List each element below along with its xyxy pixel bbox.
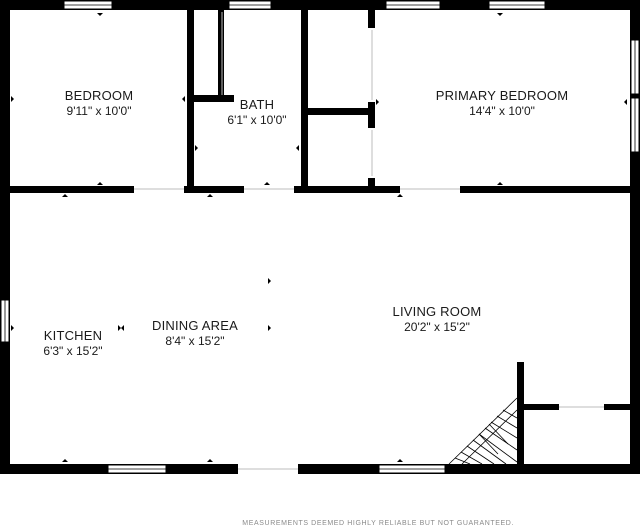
room-dimensions: 6'3" x 15'2" (43, 344, 102, 358)
interior-wall-bath-closet (301, 10, 308, 193)
exterior-wall-top (0, 0, 640, 10)
room-dimensions: 20'2" x 15'2" (404, 320, 470, 334)
exterior-wall-right (630, 0, 640, 474)
room-name: LIVING ROOM (393, 304, 482, 319)
room-label-kitchen: KITCHEN 6'3" x 15'2" (43, 328, 102, 358)
room-name: KITCHEN (44, 328, 102, 343)
exterior-wall-bottom-2 (298, 464, 640, 474)
window-kitchen-bottom (107, 464, 167, 474)
window-primary-right-upper (630, 39, 640, 95)
windows (0, 0, 640, 474)
room-label-bedroom: BEDROOM 9'11" x 10'0" (65, 88, 134, 118)
room-name: DINING AREA (152, 318, 238, 333)
door-openings (134, 12, 604, 470)
interior-wall-bath-bottom-right (294, 186, 400, 193)
closet-divider-vertical-top (368, 10, 375, 28)
room-label-primary-bedroom: PRIMARY BEDROOM 14'4" x 10'0" (436, 88, 569, 118)
exterior-wall-left (0, 0, 10, 474)
window-primary-right-lower (630, 97, 640, 153)
disclaimer-text: MEASUREMENTS DEEMED HIGHLY RELIABLE BUT … (242, 520, 514, 527)
window-bedroom-top (63, 0, 113, 10)
interior-wall-bath-bottom-left (184, 186, 244, 193)
interior-wall-bedroom-bath (187, 10, 194, 193)
interior-wall-bedroom-bottom (10, 186, 134, 193)
stair-wall-horizontal-left (517, 404, 559, 410)
window-primary-top-left (385, 0, 441, 10)
window-bath-top (228, 0, 272, 10)
room-label-living-room: LIVING ROOM 20'2" x 15'2" (393, 304, 482, 334)
closet-divider-horizontal (306, 108, 372, 115)
room-name: BEDROOM (65, 88, 134, 103)
closet-divider-vertical-bottom (368, 178, 375, 193)
closet-divider-vertical-mid (368, 102, 375, 128)
interior-wall-primary-bottom (460, 186, 630, 193)
window-kitchen-left (0, 299, 10, 343)
stair-wall-horizontal-right (604, 404, 630, 410)
walls (0, 0, 640, 474)
room-name: PRIMARY BEDROOM (436, 88, 569, 103)
window-primary-top-right (488, 0, 546, 10)
room-label-bath: BATH 6'1" x 10'0" (227, 97, 286, 127)
bath-partition-horizontal (192, 95, 234, 102)
room-dimensions: 14'4" x 10'0" (469, 104, 535, 118)
measurement-ticks (11, 13, 627, 462)
stairs (448, 397, 518, 465)
room-name: BATH (240, 97, 275, 112)
room-label-dining-area: DINING AREA 8'4" x 15'2" (152, 318, 238, 348)
room-dimensions: 6'1" x 10'0" (227, 113, 286, 127)
room-dimensions: 8'4" x 15'2" (165, 334, 224, 348)
window-living-bottom (378, 464, 446, 474)
stair-wall-vertical (517, 362, 524, 470)
room-dimensions: 9'11" x 10'0" (67, 104, 132, 118)
bath-partition-vertical (218, 10, 224, 100)
